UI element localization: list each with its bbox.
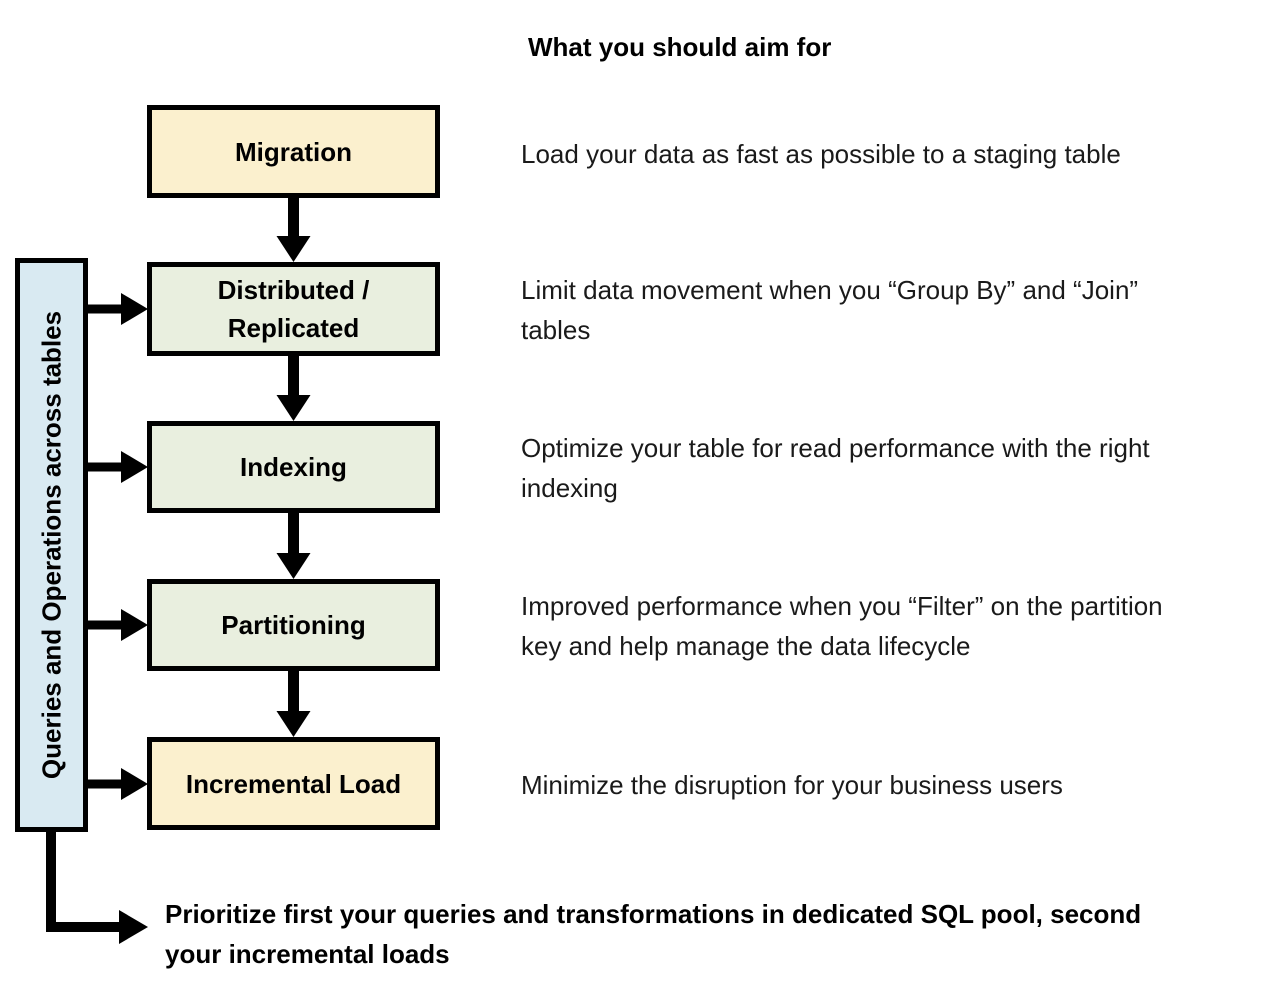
sidebar-queries-operations-box: Queries and Operations across tables <box>15 258 88 832</box>
footer-note: Prioritize first your queries and transf… <box>165 899 1142 969</box>
description-migration: Load your data as fast as possible to a … <box>521 139 1121 169</box>
step-box-distributed-replicated: Distributed / Replicated <box>147 262 440 356</box>
arrow-migration-to-distributed <box>276 195 311 262</box>
arrow-sidebar-to-footer-note <box>46 828 148 944</box>
arrow-sidebar-to-distributed <box>84 293 148 325</box>
step-label: Migration <box>235 136 352 167</box>
column-title: What you should aim for <box>528 32 832 62</box>
arrow-distributed-to-indexing <box>276 354 311 421</box>
description-distributed-replicated: Limit data movement when you “Group By” … <box>521 275 1139 345</box>
step-label: Incremental Load <box>185 768 402 799</box>
arrow-indexing-to-partitioning <box>276 511 311 579</box>
arrow-partitioning-to-incremental <box>276 669 311 737</box>
sidebar-label: Queries and Operations across tables <box>36 310 66 780</box>
step-box-migration: Migration <box>147 105 440 198</box>
arrow-sidebar-to-indexing <box>84 451 148 483</box>
arrow-sidebar-to-partitioning <box>84 609 148 641</box>
step-box-incremental-load: Incremental Load <box>147 737 440 830</box>
description-indexing: Optimize your table for read performance… <box>521 433 1150 503</box>
description-incremental-load: Minimize the disruption for your busines… <box>521 770 1063 800</box>
step-label: Distributed / Replicated <box>217 275 370 343</box>
step-box-indexing: Indexing <box>147 421 440 513</box>
step-box-partitioning: Partitioning <box>147 579 440 671</box>
description-partitioning: Improved performance when you “Filter” o… <box>521 591 1163 661</box>
step-label: Partitioning <box>221 610 366 640</box>
step-label: Indexing <box>240 452 347 482</box>
arrow-sidebar-to-incremental <box>84 768 148 800</box>
